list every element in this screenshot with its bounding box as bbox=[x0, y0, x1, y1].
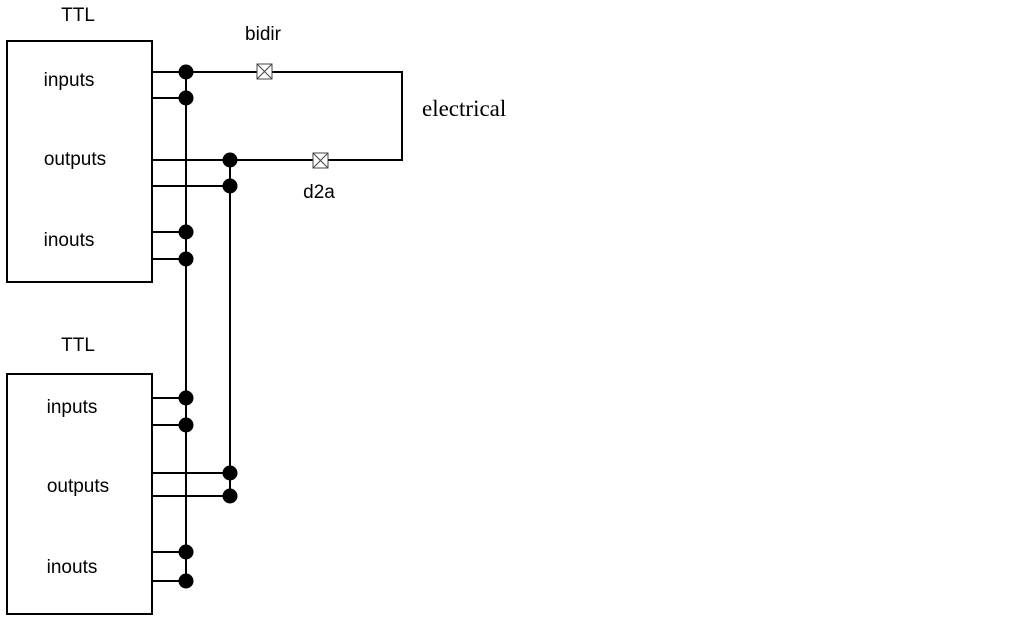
ttl-block-1-port-outputs: outputs bbox=[44, 149, 106, 170]
ttl-block-1-port-inouts: inouts bbox=[44, 230, 95, 251]
junction-dot bbox=[222, 152, 238, 168]
electrical-loop-wire bbox=[152, 71, 403, 161]
junction-dot bbox=[178, 544, 194, 560]
bidir-label: bidir bbox=[245, 24, 282, 45]
d2a-label: d2a bbox=[303, 182, 335, 203]
ttl-block-1-port-inputs: inputs bbox=[44, 70, 95, 91]
ttl-block-2-port-inputs: inputs bbox=[47, 397, 98, 418]
junction-dot bbox=[222, 488, 238, 504]
junction-dot bbox=[178, 224, 194, 240]
junction-dot bbox=[222, 465, 238, 481]
ttl-block-2-title: TTL bbox=[61, 335, 95, 356]
bidir-switch-icon bbox=[256, 63, 273, 80]
junction-dot bbox=[222, 178, 238, 194]
ttl-block-1-title: TTL bbox=[61, 5, 95, 26]
junction-dot bbox=[178, 390, 194, 406]
ttl-block-1 bbox=[6, 40, 153, 283]
junction-dot bbox=[178, 64, 194, 80]
junction-dot bbox=[178, 417, 194, 433]
junction-dot bbox=[178, 90, 194, 106]
ttl-block-2 bbox=[6, 373, 153, 615]
d2a-switch-icon bbox=[312, 152, 329, 169]
junction-dots bbox=[178, 64, 238, 589]
ttl-block-2-port-inouts: inouts bbox=[47, 557, 98, 578]
ttl-block-2-port-outputs: outputs bbox=[47, 476, 109, 497]
junction-dot bbox=[178, 573, 194, 589]
junction-dot bbox=[178, 251, 194, 267]
electrical-label: electrical bbox=[422, 96, 506, 121]
